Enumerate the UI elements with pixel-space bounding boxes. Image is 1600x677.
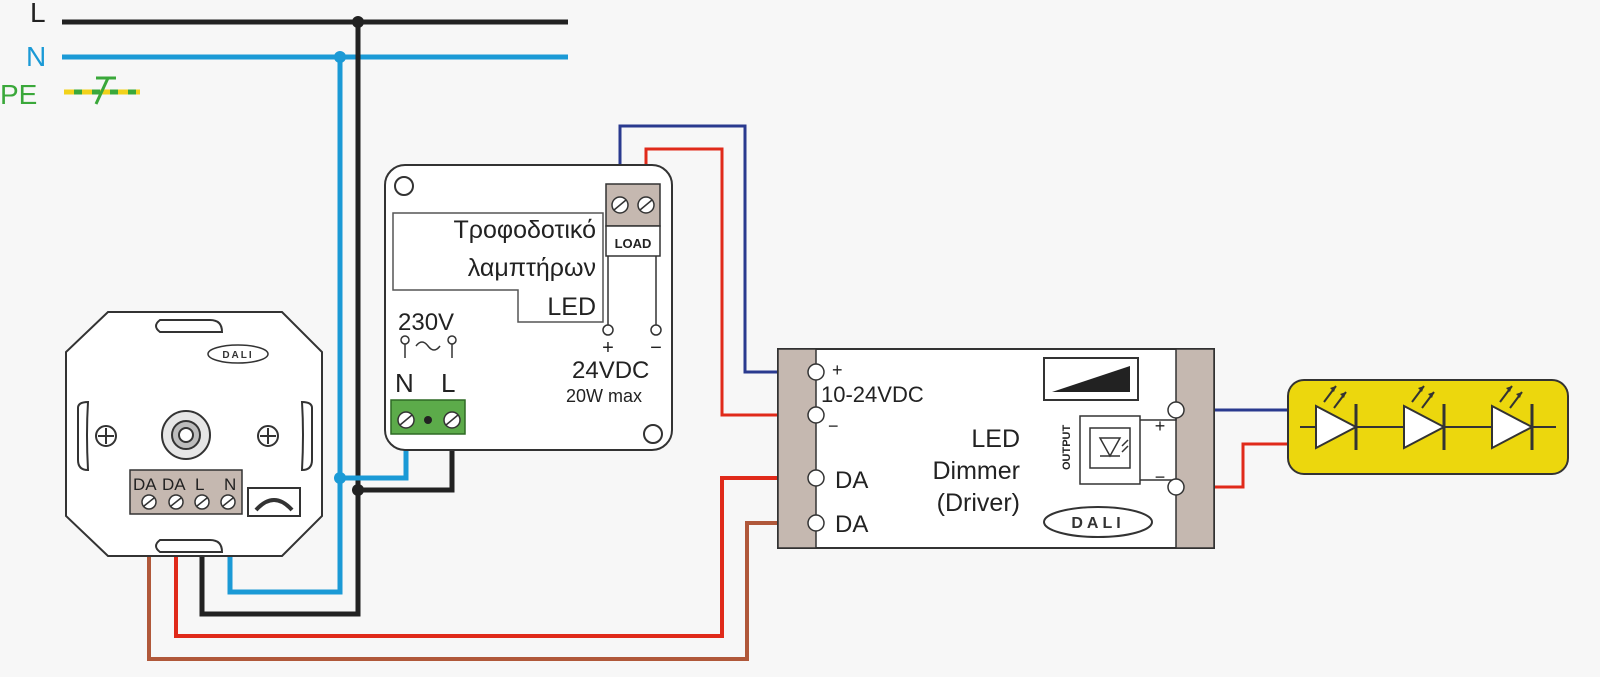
dali-badge: DALI xyxy=(1043,506,1153,538)
driver-output-frame xyxy=(1079,415,1141,485)
driver-terminal-da1 xyxy=(807,469,825,487)
psu-output-voltage: 24VDC xyxy=(572,357,649,384)
led-dimmer-driver: + 10-24VDC − DA DA LED Dimmer (Driver) O… xyxy=(777,348,1215,549)
psu-title-line2: λαμπτήρων xyxy=(468,254,596,282)
screw-icon xyxy=(257,425,279,447)
terminal-screw-icon xyxy=(168,494,184,510)
mounting-slot-left xyxy=(77,400,90,472)
driver-da1-label: DA xyxy=(835,467,868,494)
psu-output-plus: + xyxy=(602,337,614,359)
driver-terminal-da2 xyxy=(807,514,825,532)
driver-terminal-minus xyxy=(807,406,825,424)
bus-label-L: L xyxy=(30,0,46,28)
brightness-ramp-icon xyxy=(1043,357,1139,401)
dali-badge: DALI xyxy=(207,344,269,364)
wires xyxy=(147,22,1288,661)
psu-output-pin xyxy=(602,324,614,336)
svg-text:DALI: DALI xyxy=(222,350,253,361)
rotary-knob[interactable] xyxy=(161,410,211,460)
dc-negative-wire xyxy=(618,124,816,374)
psu-output-pin xyxy=(650,324,662,336)
driver-terminal-plus xyxy=(807,363,825,381)
bus-label-N: N xyxy=(26,41,46,72)
terminal-screw-icon xyxy=(141,494,157,510)
ac-symbol-icon xyxy=(400,335,457,358)
driver-title-line1: LED xyxy=(971,425,1020,453)
wall-dali-dimmer: DALI DA DA L N xyxy=(65,311,323,557)
led-diode-icon xyxy=(1315,385,1359,450)
driver-output-plus-label: + xyxy=(1155,416,1166,436)
junction-dot xyxy=(334,472,346,484)
bus-label-PE: PE xyxy=(0,79,37,110)
psu-mounting-hole xyxy=(643,424,663,444)
driver-da2-label: DA xyxy=(835,511,868,538)
svg-text:DALI: DALI xyxy=(1071,515,1124,532)
psu-output-minus: − xyxy=(650,337,662,359)
mounting-slot-top xyxy=(155,319,224,333)
mounting-slot-right xyxy=(300,400,313,472)
psu-output-power: 20W max xyxy=(566,386,642,406)
led-diode-icon xyxy=(1403,385,1447,450)
driver-minus-label: − xyxy=(828,416,839,436)
terminal-screw-icon xyxy=(194,494,210,510)
driver-left-rail xyxy=(777,348,817,549)
driver-output-minus-label: − xyxy=(1155,467,1166,487)
earth-symbol-stroke xyxy=(94,77,110,105)
dimmer-terminal-label-da2: DA xyxy=(162,475,186,494)
led-power-supply: Τροφοδοτικό λαμπτήρων LED 230V N L xyxy=(384,164,673,451)
driver-plus-label: + xyxy=(832,360,843,380)
junction-dot xyxy=(352,484,364,496)
main-bus: L N PE xyxy=(0,0,568,110)
psu-input-terminal-block xyxy=(390,399,466,435)
psu-title-line3: LED xyxy=(547,293,596,321)
junctions xyxy=(334,16,364,496)
dimming-curve-icon xyxy=(247,487,301,517)
mounting-slot-bottom xyxy=(155,539,224,553)
driver-title-line2: Dimmer xyxy=(933,457,1021,485)
psu-load-label: LOAD xyxy=(615,236,652,251)
psu-input-terminal-l: L xyxy=(441,368,455,398)
driver-title-line3: (Driver) xyxy=(937,489,1020,517)
psu-title-frame xyxy=(392,212,604,323)
live-wire-to-dimmer xyxy=(199,22,361,617)
driver-supply-voltage: 10-24VDC xyxy=(821,382,924,407)
psu-mounting-hole xyxy=(394,176,414,196)
driver-right-rail xyxy=(1175,348,1215,549)
da-wire-red xyxy=(174,476,816,638)
dimmer-terminal-label-n: N xyxy=(224,475,236,494)
driver-output-label: OUTPUT xyxy=(1061,425,1073,471)
led-diode-icon xyxy=(1491,385,1535,450)
junction-dot xyxy=(352,16,364,28)
terminal-screw-icon xyxy=(220,494,236,510)
psu-title-line1: Τροφοδοτικό xyxy=(453,216,596,244)
da-wire-brown xyxy=(147,502,816,661)
psu-input-terminal-n: N xyxy=(395,368,414,398)
junction-dot xyxy=(334,51,346,63)
dimmer-terminal-label-da1: DA xyxy=(133,475,157,494)
driver-output-terminal-plus xyxy=(1167,401,1185,419)
dimmer-terminal-label-l: L xyxy=(195,475,204,494)
led-strip xyxy=(1287,379,1569,475)
driver-output-terminal-minus xyxy=(1167,478,1185,496)
psu-load-label-box xyxy=(605,225,661,257)
screw-icon xyxy=(95,425,117,447)
led-output-symbol-icon xyxy=(1089,427,1131,469)
psu-load-terminal-block xyxy=(605,183,661,227)
psu-input-voltage: 230V xyxy=(398,309,454,336)
